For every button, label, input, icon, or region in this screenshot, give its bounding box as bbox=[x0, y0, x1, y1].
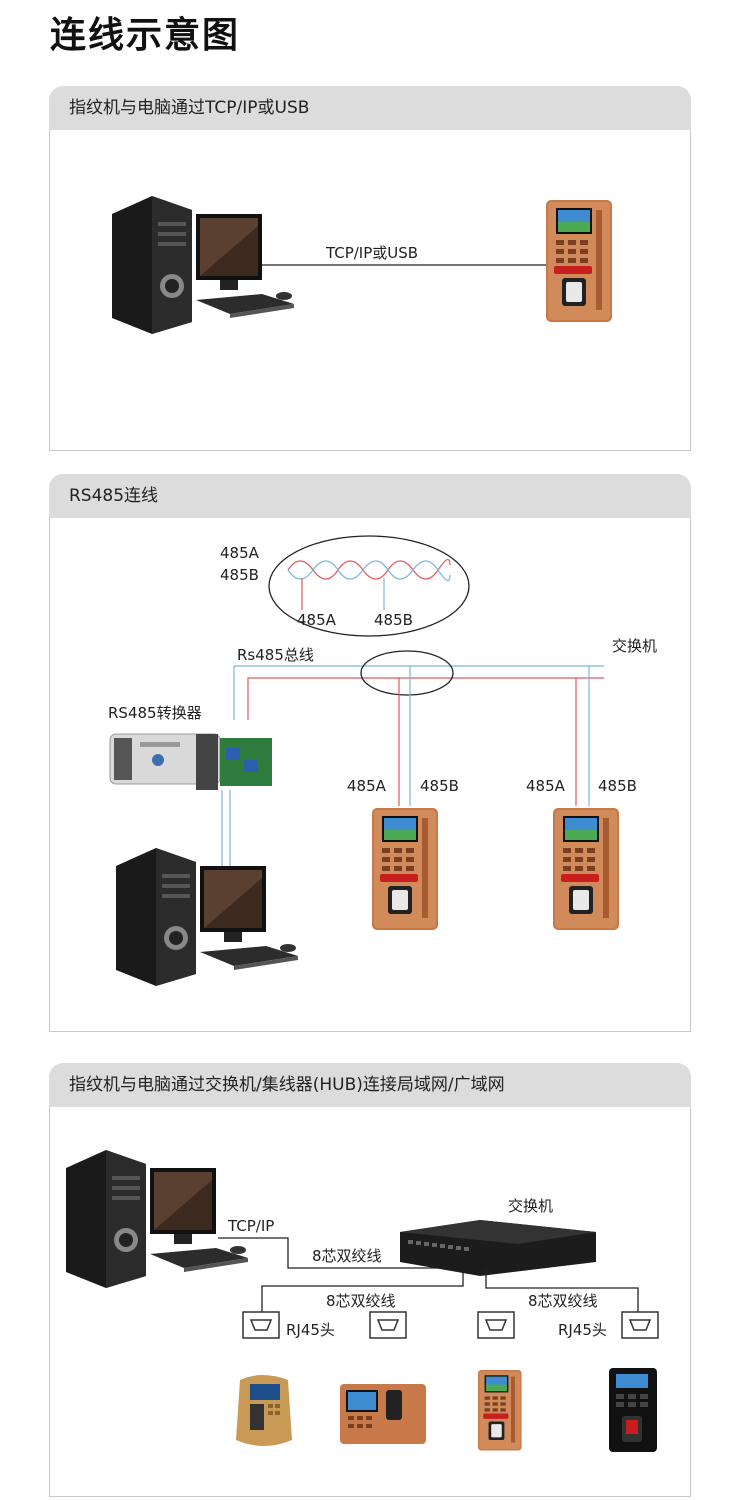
section-2-panel bbox=[49, 518, 691, 1032]
bus-label: Rs485总线 bbox=[237, 646, 314, 664]
page-title: 连线示意图 bbox=[50, 15, 241, 56]
section-1-panel bbox=[49, 130, 691, 451]
fingerprint-device-gold-icon bbox=[236, 1375, 292, 1446]
rj45-label-right: RJ45头 bbox=[558, 1321, 607, 1339]
network-switch-icon bbox=[400, 1220, 596, 1276]
computer-icon bbox=[66, 1150, 248, 1288]
link-label: TCP/IP或USB bbox=[325, 244, 418, 262]
ellipse-485a-label: 485A bbox=[297, 611, 337, 629]
fingerprint-device-icon bbox=[546, 200, 612, 322]
fingerprint-device-wide-icon bbox=[340, 1384, 426, 1444]
rj45-icon bbox=[477, 1311, 515, 1339]
fingerprint-device-icon bbox=[553, 808, 619, 930]
tcp-label: TCP/IP bbox=[227, 1217, 274, 1235]
rj45-icon bbox=[242, 1311, 280, 1339]
section-2-header: RS485连线 bbox=[49, 474, 691, 518]
section-3-panel bbox=[49, 1107, 691, 1497]
fingerprint-device-black-icon bbox=[609, 1368, 657, 1452]
section-3-header: 指纹机与电脑通过交换机/集线器(HUB)连接局域网/广域网 bbox=[49, 1063, 691, 1107]
fingerprint-device-icon bbox=[372, 808, 438, 930]
converter-label: RS485转换器 bbox=[108, 704, 202, 722]
ellipse-485b-label: 485B bbox=[374, 611, 413, 629]
wire-a-label: 485A bbox=[220, 544, 260, 562]
network-switch-label: 交换机 bbox=[508, 1197, 553, 1215]
fingerprint-device-icon bbox=[478, 1370, 522, 1451]
wire-b-label: 485B bbox=[220, 566, 259, 584]
cable-label-right: 8芯双绞线 bbox=[528, 1292, 598, 1310]
rj45-icon bbox=[369, 1311, 407, 1339]
device-1-485b: 485B bbox=[420, 777, 459, 795]
rs485-converter-icon bbox=[109, 733, 272, 790]
cable-label-left: 8芯双绞线 bbox=[326, 1292, 396, 1310]
switch-label: 交换机 bbox=[612, 637, 657, 655]
device-2-485a: 485A bbox=[526, 777, 566, 795]
device-1-485a: 485A bbox=[347, 777, 387, 795]
rj45-icon bbox=[621, 1311, 659, 1339]
computer-icon bbox=[116, 848, 298, 986]
section-1-header: 指纹机与电脑通过TCP/IP或USB bbox=[49, 86, 691, 130]
device-2-485b: 485B bbox=[598, 777, 637, 795]
cable-label-top: 8芯双绞线 bbox=[312, 1247, 382, 1265]
rj45-label-left: RJ45头 bbox=[286, 1321, 335, 1339]
